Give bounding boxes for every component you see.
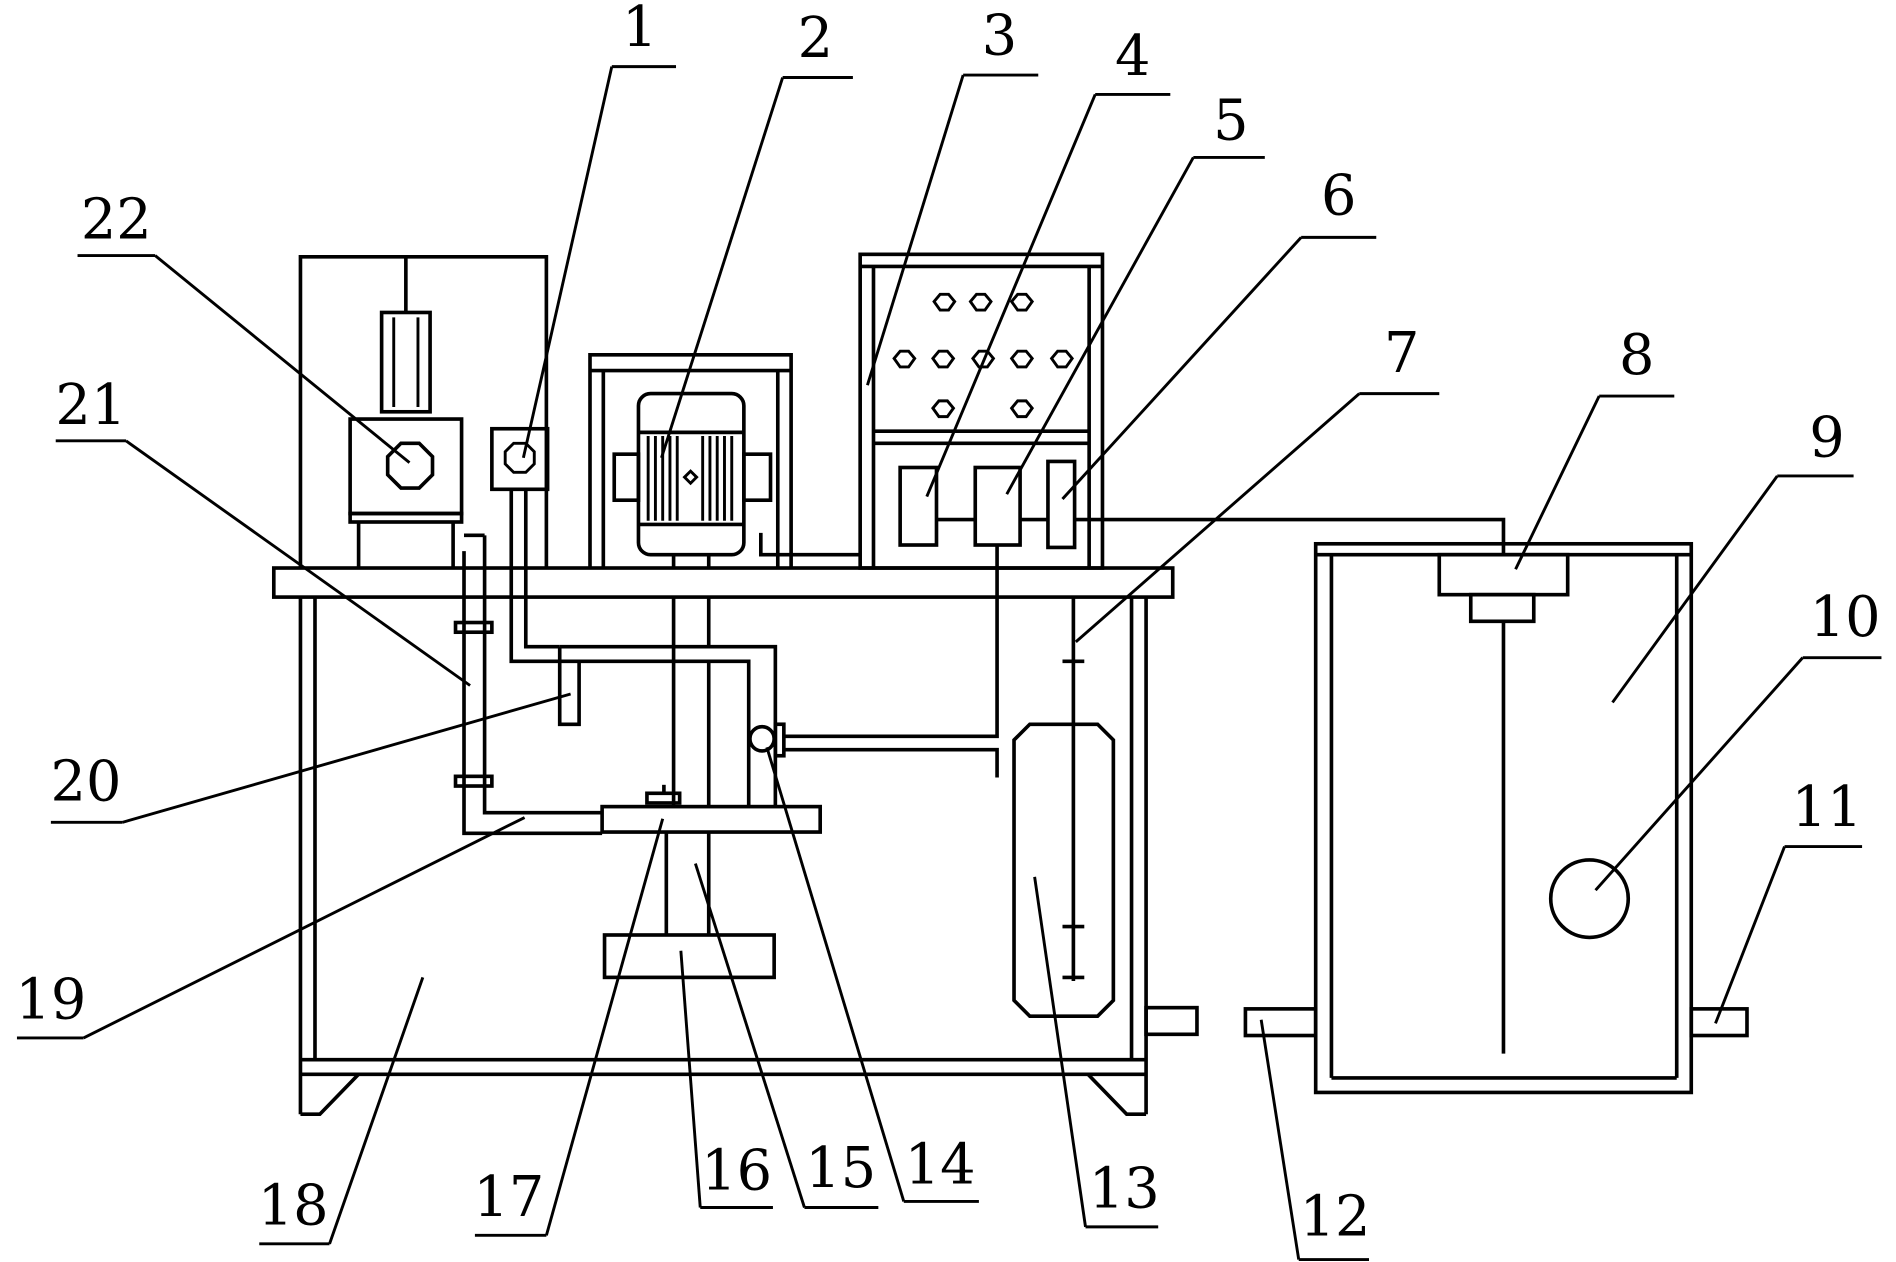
- diamond-icon: [682, 469, 699, 486]
- label-8: 8: [1619, 323, 1654, 388]
- label-6: 6: [1321, 163, 1356, 228]
- sensor-8: [1437, 552, 1570, 597]
- label-16: 16: [701, 1138, 772, 1203]
- label-3: 3: [982, 4, 1017, 69]
- label-10: 10: [1810, 585, 1881, 650]
- label-9: 9: [1809, 406, 1844, 471]
- label-20: 20: [51, 750, 122, 815]
- component-6: [1046, 459, 1077, 550]
- left-cabinet: [298, 254, 549, 569]
- label-4: 4: [1115, 24, 1150, 89]
- label-7: 7: [1384, 321, 1419, 386]
- level-gauge: [1012, 597, 1116, 1018]
- feed-pipe-20: [557, 644, 778, 807]
- gauge-icon: [385, 441, 435, 490]
- port-10: [1548, 858, 1631, 940]
- leader-lines: [16, 65, 1882, 1262]
- right-tank: [1243, 541, 1749, 1095]
- label-19: 19: [15, 968, 86, 1033]
- label-21: 21: [55, 373, 126, 438]
- label-17: 17: [473, 1165, 544, 1230]
- label-11: 11: [1791, 775, 1862, 840]
- label-14: 14: [905, 1132, 976, 1197]
- label-1: 1: [622, 0, 657, 60]
- main-tank: [271, 566, 1199, 1117]
- gauge-icon: [503, 441, 536, 474]
- mixer-shaft: [602, 597, 776, 980]
- label-18: 18: [258, 1173, 329, 1238]
- device-1: [490, 426, 560, 664]
- pump-14: [748, 546, 999, 778]
- label-5: 5: [1213, 88, 1248, 153]
- label-15: 15: [805, 1136, 876, 1201]
- label-22: 22: [81, 188, 152, 253]
- label-2: 2: [798, 6, 833, 71]
- label-13: 13: [1089, 1157, 1160, 1222]
- motor: [612, 391, 773, 569]
- component-4: [898, 465, 939, 547]
- control-cabinet: [759, 252, 1506, 570]
- indicator-lights: [892, 292, 1075, 419]
- pipe-21-19: [453, 533, 823, 836]
- callout-labels: 1 2 3 4 5 6 7 8 9 10 11 12 13 14 15 16 1…: [15, 0, 1880, 1249]
- label-12: 12: [1300, 1184, 1371, 1249]
- component-5: [973, 465, 1022, 547]
